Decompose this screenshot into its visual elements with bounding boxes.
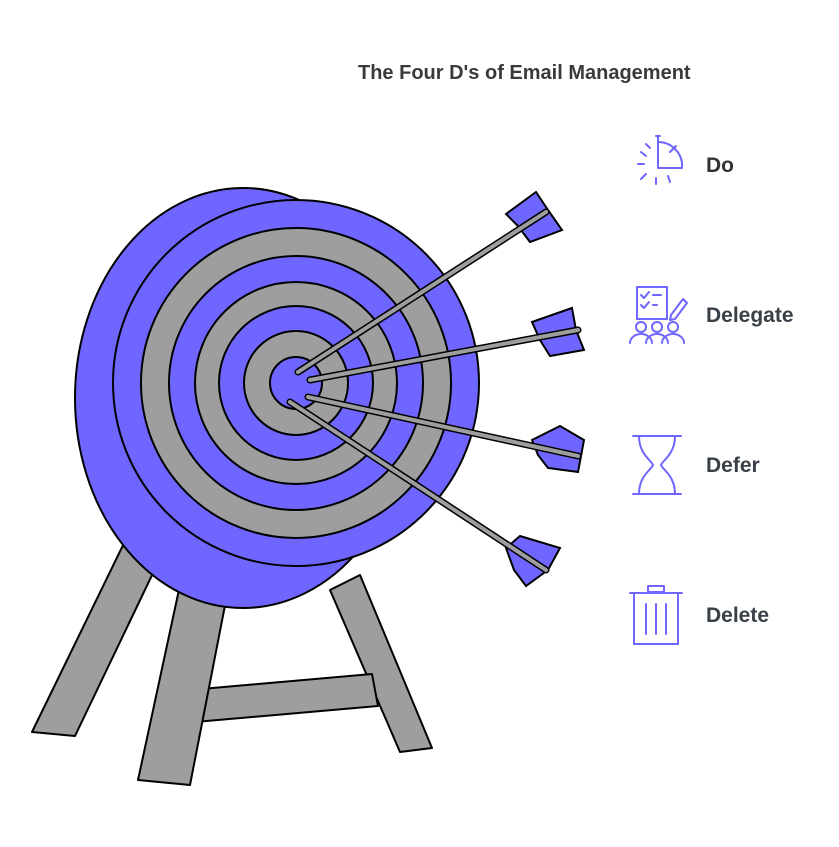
stand-leg-front bbox=[137, 584, 229, 786]
stopwatch-icon bbox=[637, 135, 684, 185]
item-label-defer: Defer bbox=[706, 454, 760, 477]
item-label-do: Do bbox=[706, 154, 734, 177]
item-label-delete: Delete bbox=[706, 604, 770, 627]
hourglass-icon bbox=[632, 435, 682, 495]
target-face bbox=[112, 199, 480, 567]
trash-icon bbox=[629, 585, 683, 645]
item-label-delegate: Delegate bbox=[706, 304, 794, 327]
stand-crossbar bbox=[189, 673, 379, 723]
arrow-4 bbox=[286, 398, 562, 588]
arrow-2 bbox=[306, 306, 586, 384]
diagram-title: The Four D's of Email Management bbox=[358, 62, 691, 84]
arrow-1 bbox=[294, 190, 564, 376]
stand-leg-back-right bbox=[329, 574, 433, 753]
team-tasks-icon bbox=[629, 286, 688, 344]
arrow-3 bbox=[304, 393, 586, 474]
